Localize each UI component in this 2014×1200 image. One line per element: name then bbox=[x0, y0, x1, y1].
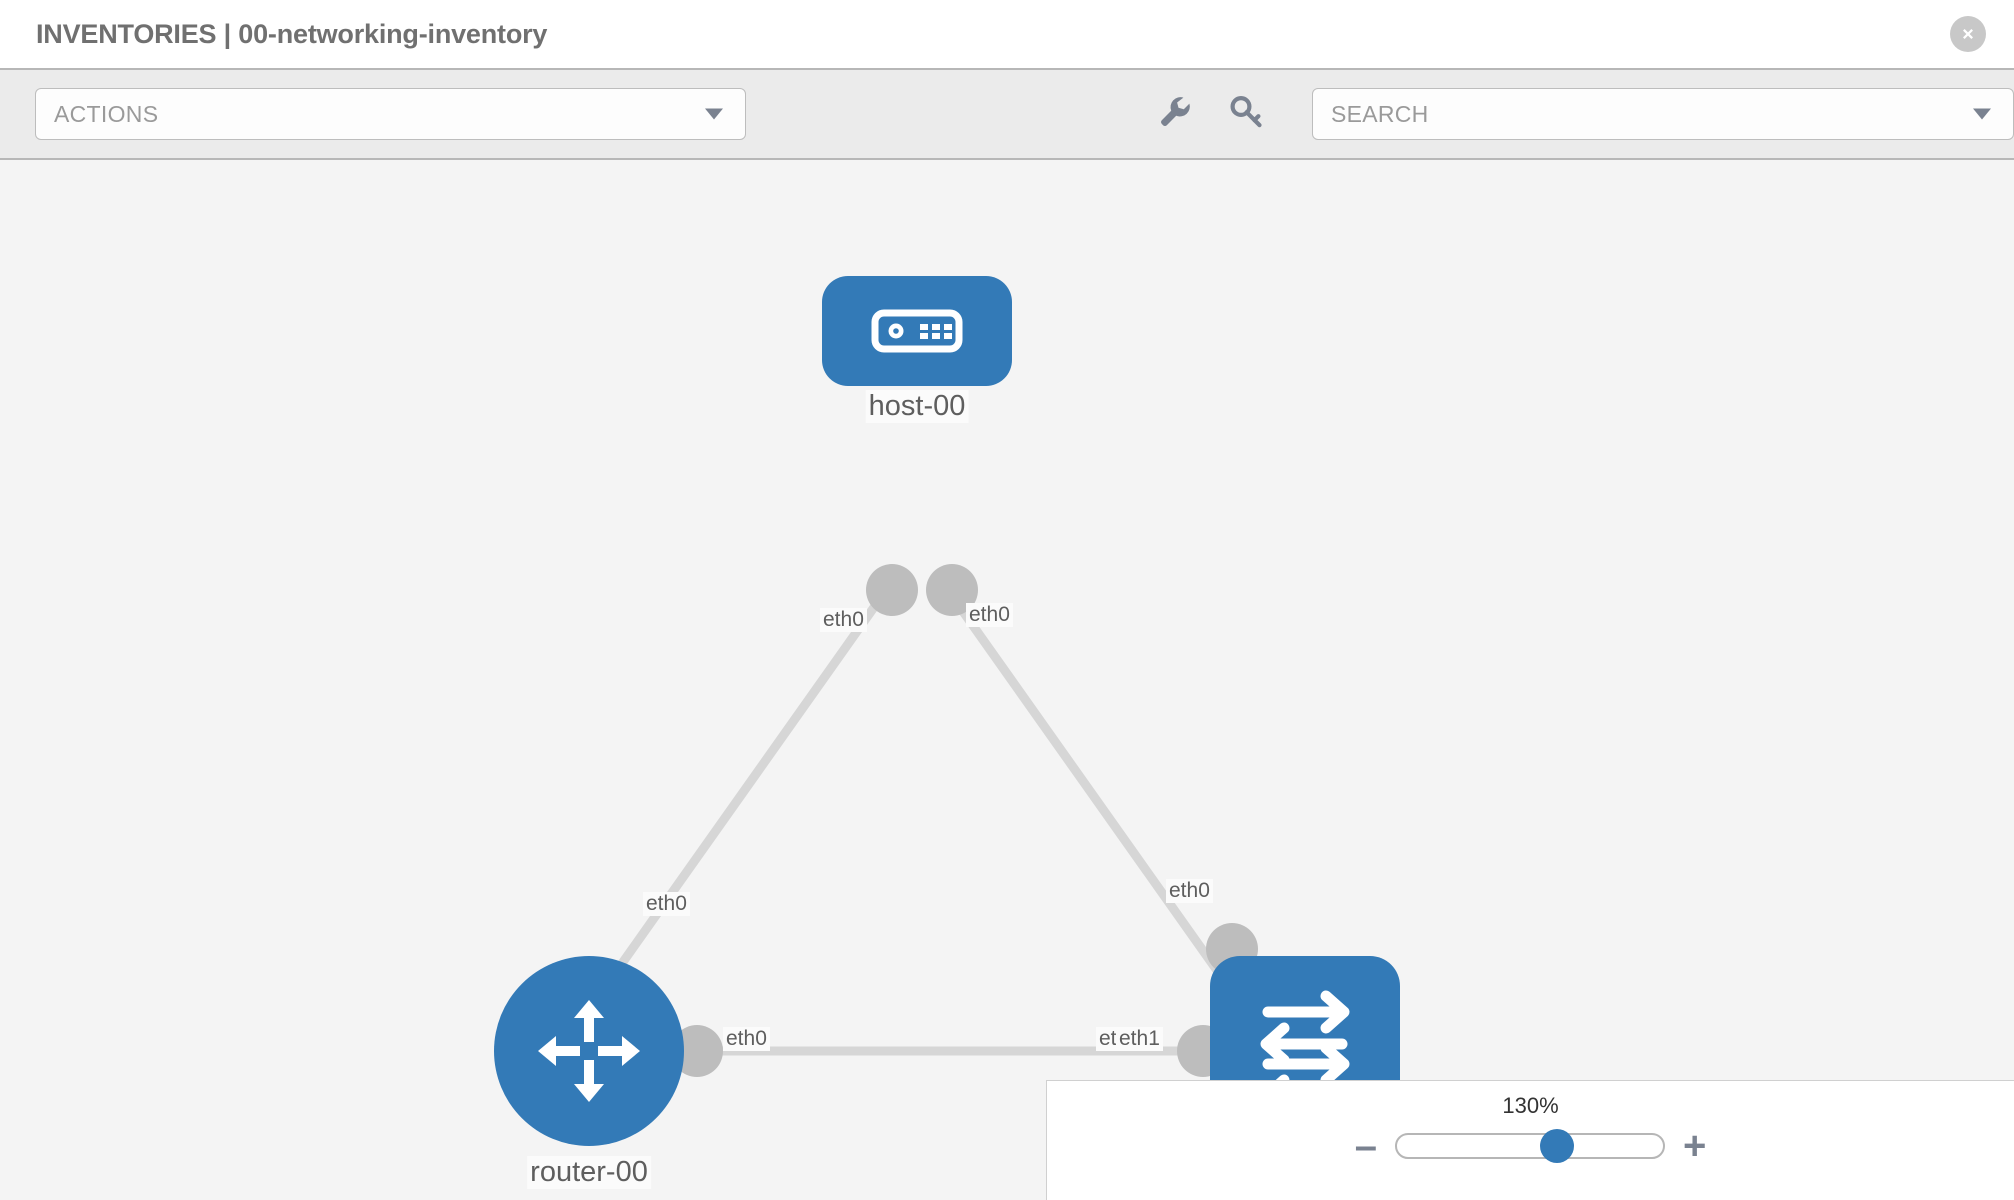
port-host-right bbox=[926, 564, 978, 616]
zoom-out-button[interactable]: – bbox=[1354, 1124, 1377, 1168]
toolbar-icon-group bbox=[1156, 93, 1266, 136]
node-label-router-00: router-00 bbox=[527, 1156, 651, 1189]
page-header: INVENTORIES | 00-networking-inventory bbox=[0, 0, 2014, 68]
toolbar: ACTIONS SEARCH bbox=[0, 68, 2014, 160]
chevron-down-icon bbox=[704, 108, 723, 120]
host-node-shape[interactable] bbox=[822, 276, 1012, 386]
server-icon bbox=[871, 309, 963, 353]
chevron-down-icon bbox=[1973, 108, 1991, 120]
port-connectors bbox=[671, 564, 1258, 1077]
node-router-00[interactable]: router-00 bbox=[494, 956, 684, 1189]
port-router-right bbox=[671, 1025, 723, 1077]
wrench-icon[interactable] bbox=[1156, 93, 1194, 136]
edge-label-switch-uplink: eth0 bbox=[1166, 879, 1213, 903]
zoom-level-label: 130% bbox=[1502, 1093, 1559, 1118]
node-label-host-00: host-00 bbox=[865, 390, 969, 423]
node-host-00[interactable]: host-00 bbox=[822, 276, 1012, 423]
search-input[interactable]: SEARCH bbox=[1330, 100, 1429, 127]
router-node-shape[interactable] bbox=[494, 956, 684, 1146]
edge-router-host bbox=[601, 591, 887, 991]
zoom-control-panel: 130% – + bbox=[1046, 1080, 2014, 1200]
edge-label-router-right: eth0 bbox=[723, 1027, 770, 1051]
edge-label-host-left: eth0 bbox=[820, 608, 867, 632]
zoom-slider-thumb[interactable] bbox=[1539, 1129, 1574, 1163]
edge-host-switch bbox=[947, 591, 1233, 991]
key-icon[interactable] bbox=[1228, 93, 1266, 136]
actions-dropdown[interactable]: ACTIONS bbox=[35, 88, 746, 140]
router-arrows-icon bbox=[538, 1000, 640, 1102]
zoom-slider-row: – + bbox=[1047, 1124, 2014, 1168]
edge-label-router-uplink: eth0 bbox=[643, 892, 690, 916]
actions-dropdown-label: ACTIONS bbox=[54, 100, 159, 127]
page-title: INVENTORIES | 00-networking-inventory bbox=[36, 18, 548, 49]
topology-canvas[interactable]: host-00 router-00 bbox=[0, 160, 2014, 1200]
zoom-in-button[interactable]: + bbox=[1682, 1124, 1707, 1168]
close-icon[interactable] bbox=[1950, 16, 1986, 52]
search-dropdown[interactable]: SEARCH bbox=[1311, 88, 2014, 140]
port-host-left bbox=[866, 564, 918, 616]
edge-label-host-right: eth0 bbox=[966, 603, 1013, 627]
edge-label-switch-left-eth1: eth1 bbox=[1116, 1027, 1163, 1051]
edge-lines bbox=[601, 591, 1233, 1056]
zoom-slider-track[interactable] bbox=[1394, 1129, 1665, 1163]
